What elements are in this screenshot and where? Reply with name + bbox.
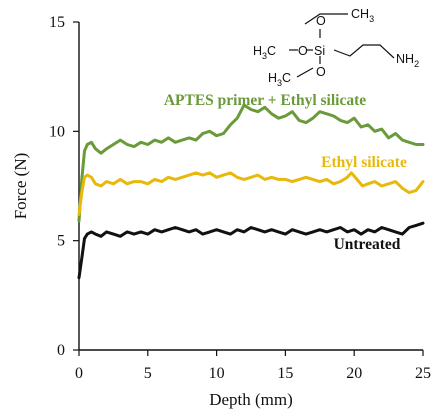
bond-propyl-chain (333, 44, 395, 59)
mol-si: Si (314, 44, 325, 58)
y-tick-label: 0 (57, 342, 65, 359)
aptes-molecule-structure: CH3 H3C O O Si NH2 H3C O (253, 7, 419, 88)
series-layer (77, 103, 425, 280)
x-tick-label: 15 (277, 365, 293, 382)
mol-o-left: O (298, 44, 308, 58)
x-axis-title: Depth (mm) (209, 390, 293, 409)
label-untreated: Untreated (334, 236, 401, 253)
mol-h3c-left: H3C (253, 44, 276, 61)
bond-ethyl-top (304, 13, 348, 25)
y-tick-label: 10 (49, 123, 65, 140)
label-aptes-ethyl-silicate: APTES primer + Ethyl silicate (164, 92, 366, 109)
mol-o-bottom: O (316, 65, 326, 79)
label-ethyl-silicate: Ethyl silicate (321, 154, 407, 171)
mol-h3c-bottom: H3C (268, 71, 291, 88)
x-tick-label: 0 (75, 365, 83, 382)
ticks: 0 5 10 15 0 5 10 15 20 25 (49, 14, 431, 382)
axes (78, 22, 423, 351)
x-tick-label: 25 (415, 365, 431, 382)
x-tick-label: 10 (209, 365, 225, 382)
series-line-aptes-ethyl-silicate (77, 103, 425, 223)
y-tick-label: 15 (49, 14, 65, 31)
y-tick-label: 5 (57, 233, 65, 250)
mol-nh2: NH2 (396, 52, 419, 69)
bond-ethyl-bottom (296, 67, 314, 78)
y-axis-title: Force (N) (11, 153, 30, 220)
mol-ch3-top: CH3 (351, 7, 374, 24)
x-tick-label: 20 (346, 365, 362, 382)
series-line-ethyl-silicate (77, 171, 425, 216)
mol-o-top: O (316, 14, 326, 28)
series-line-untreated (77, 221, 425, 280)
x-tick-label: 5 (144, 365, 152, 382)
